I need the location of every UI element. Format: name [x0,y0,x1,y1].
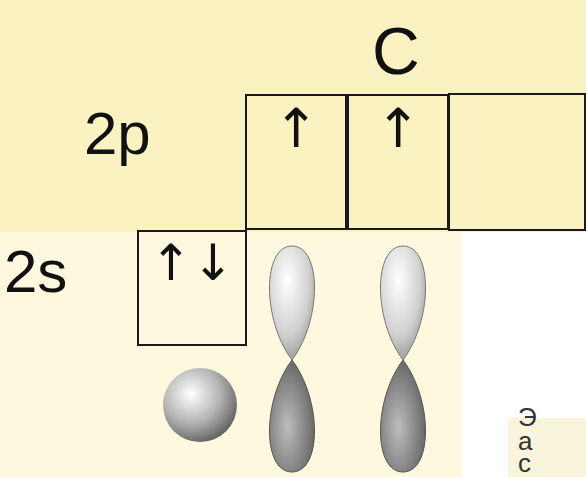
caption-fragment: с [518,450,531,476]
sublevel-label: 2s [4,242,67,302]
empty-orbital-cell [449,94,585,230]
s-orbital [163,368,237,442]
electron-arrows: ↑↓ [150,238,234,288]
orbital-cell: ↑↓ [137,230,247,346]
sublevel-label: 2p [84,104,151,164]
caption-fragment: Э [518,404,537,430]
top-ground [0,0,586,232]
orbital-cell: ↑ [245,94,347,230]
electron-arrows: ↑ [273,102,318,156]
p-orbital [381,246,426,472]
lower-ground [0,232,462,477]
element-symbol: C [372,18,420,84]
p-orbital [270,246,315,472]
electron-arrows: ↑ [375,102,420,156]
orbital-cell: ↑ [347,94,449,230]
